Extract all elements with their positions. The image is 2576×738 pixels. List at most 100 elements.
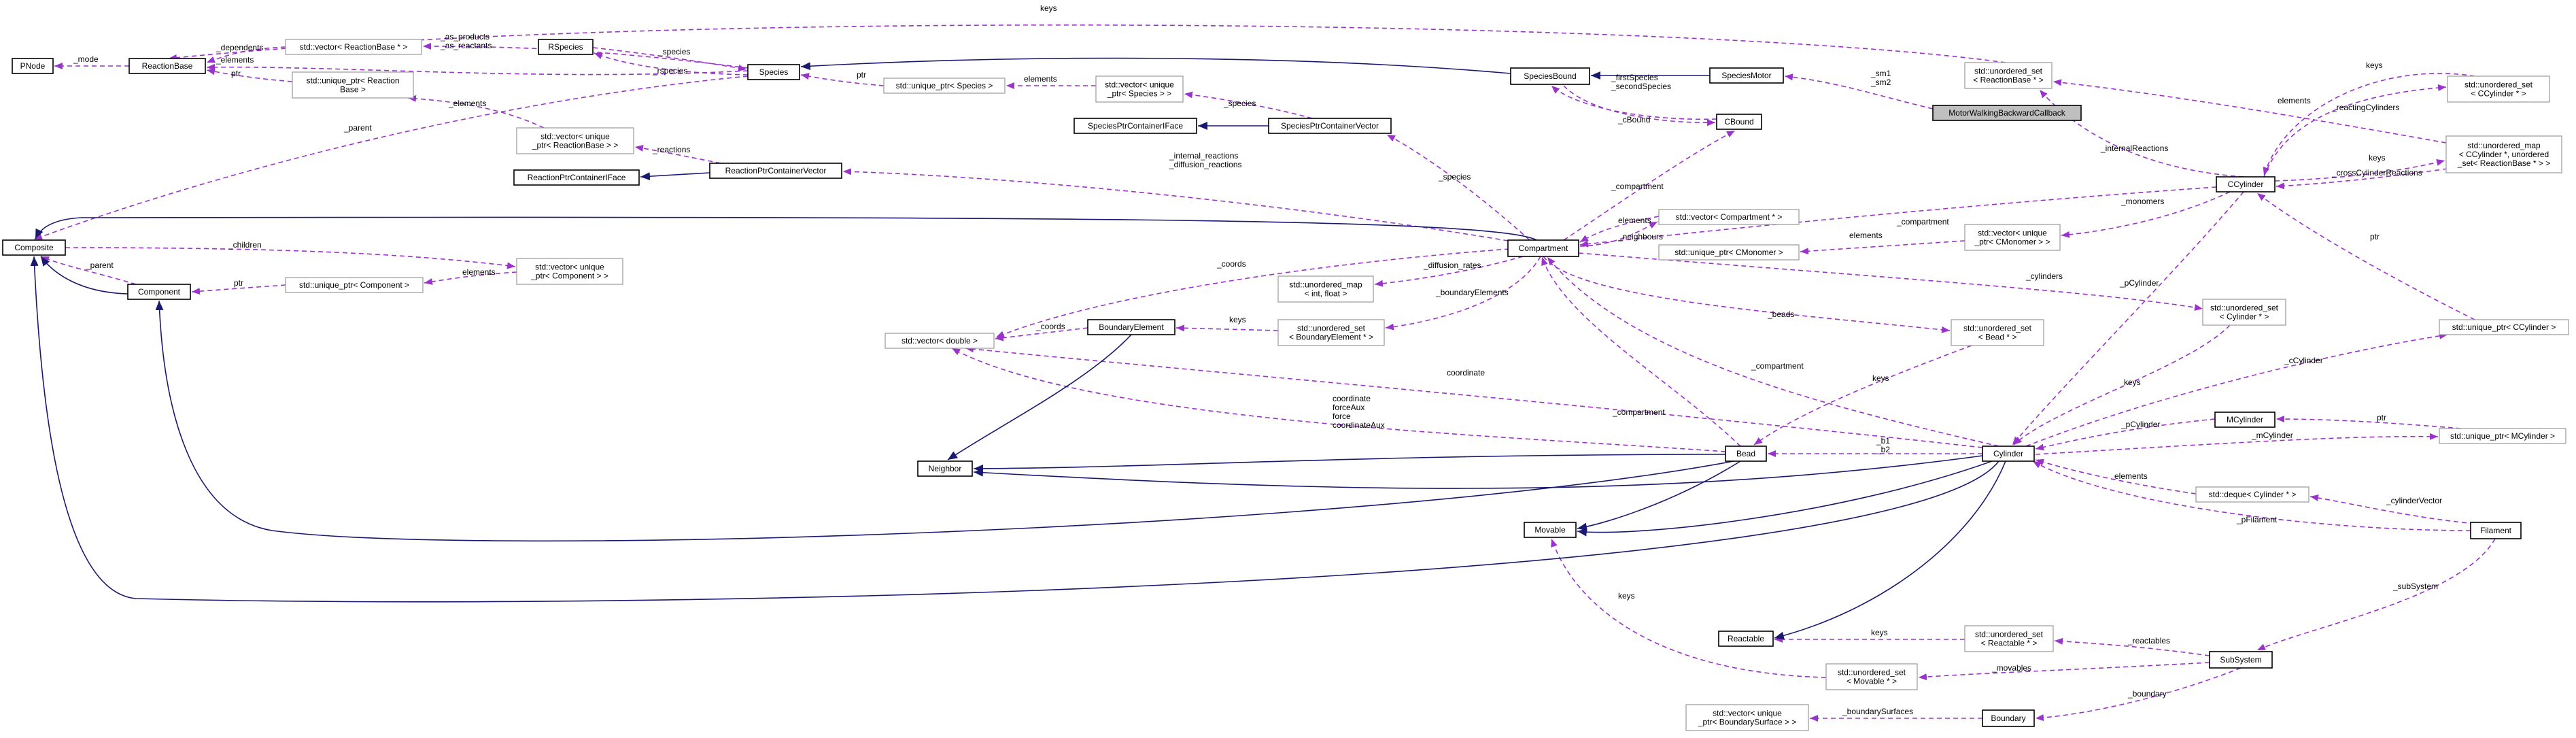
edge-label-children: _children bbox=[228, 240, 262, 250]
node-vec-reactionbase-ptr[interactable]: std::vector< ReactionBase * > bbox=[285, 39, 422, 55]
node-label: std::unique_ptr< CMonomer > bbox=[1675, 248, 1783, 257]
node-bead[interactable]: Bead bbox=[1725, 446, 1767, 462]
edge-component-to-composite bbox=[40, 256, 128, 295]
edge-label-mcylinder_rel: _mCylinder bbox=[2251, 431, 2293, 440]
edge-label-parent_species: _parent bbox=[343, 123, 372, 133]
node-uset-reactable[interactable]: std::unordered_set< Reactable * > bbox=[1964, 625, 2054, 652]
edge-label-internal_diffusion: _internal_reactions_diffusion_reactions bbox=[1169, 151, 1242, 169]
node-label: std::unordered_set< CCylinder * > bbox=[2465, 80, 2533, 99]
node-mcylinder[interactable]: MCylinder bbox=[2214, 412, 2276, 428]
edge-filament-to-deque_cylinder bbox=[2309, 494, 2475, 524]
node-uset-reactionbase[interactable]: std::unordered_set< ReactionBase * > bbox=[1964, 62, 2053, 89]
node-vec-double[interactable]: std::vector< double > bbox=[885, 333, 995, 349]
edge-motorwalking-to-speciesmotor bbox=[1784, 73, 1934, 110]
node-label: ReactionPtrContainerIFace bbox=[528, 173, 626, 182]
node-component[interactable]: Component bbox=[127, 284, 191, 300]
node-reactionptrcontaineriface[interactable]: ReactionPtrContainerIFace bbox=[513, 169, 640, 186]
edge-label-reactingcylinders: _reactingCylinders bbox=[2331, 103, 2399, 112]
node-cbound[interactable]: CBound bbox=[1716, 114, 1762, 130]
node-uset-bead[interactable]: std::unordered_set< Bead * > bbox=[1951, 319, 2044, 346]
edge-composite-to-vec_uptr_component bbox=[65, 247, 516, 269]
node-deque-cylinder[interactable]: std::deque< Cylinder * > bbox=[2195, 486, 2309, 503]
node-cylinder[interactable]: Cylinder bbox=[1982, 446, 2035, 462]
node-uptr-component[interactable]: std::unique_ptr< Component > bbox=[285, 277, 424, 293]
node-neighbor[interactable]: Neighbor bbox=[917, 460, 973, 477]
node-vec-uptr-species[interactable]: std::vector< unique_ptr< Species > > bbox=[1095, 76, 1184, 103]
edge-uptr_species-to-species bbox=[800, 73, 885, 86]
node-compartment[interactable]: Compartment bbox=[1507, 239, 1579, 257]
edge-cylinder-to-movable bbox=[1577, 460, 1993, 537]
edge-uset_boundaryelement-to-boundaryelement bbox=[1175, 324, 1279, 332]
node-speciesptrcontaineriface[interactable]: SpeciesPtrContainerIFace bbox=[1074, 118, 1197, 134]
node-reactionptrcontainervector[interactable]: ReactionPtrContainerVector bbox=[709, 163, 842, 179]
node-speciesbound[interactable]: SpeciesBound bbox=[1510, 67, 1590, 85]
edge-label-species_rs: _species bbox=[657, 47, 690, 56]
node-boundaryelement[interactable]: BoundaryElement bbox=[1087, 319, 1175, 335]
node-uptr-species[interactable]: std::unique_ptr< Species > bbox=[883, 78, 1006, 94]
node-vec-uptr-component[interactable]: std::vector< unique_ptr< Component > > bbox=[516, 258, 623, 285]
node-speciesmotor[interactable]: SpeciesMotor bbox=[1709, 67, 1784, 84]
edge-label-dependents: _dependents bbox=[216, 43, 263, 52]
edge-label-ptr_ucc: ptr bbox=[2370, 232, 2380, 241]
edge-ccylinder-to-compartment bbox=[1579, 186, 2217, 248]
node-uset-ccylinder[interactable]: std::unordered_set< CCylinder * > bbox=[2447, 76, 2550, 103]
node-ccylinder[interactable]: CCylinder bbox=[2216, 176, 2276, 192]
node-umap-int-float[interactable]: std::unordered_map< int, float > bbox=[1277, 275, 1374, 303]
edge-ccylinder-to-cylinder bbox=[2012, 191, 2244, 446]
node-uset-cylinder[interactable]: std::unordered_set< Cylinder * > bbox=[2202, 299, 2286, 326]
node-label: Neighbor bbox=[929, 464, 962, 473]
node-label: Filament bbox=[2480, 526, 2512, 535]
node-vec-uptr-reactionbase[interactable]: std::vector< unique_ptr< ReactionBase > … bbox=[516, 127, 634, 154]
edge-label-keys_umap: keys bbox=[2369, 153, 2386, 163]
node-uset-boundaryelement[interactable]: std::unordered_set< BoundaryElement * > bbox=[1277, 319, 1385, 346]
node-uptr-cmonomer[interactable]: std::unique_ptr< CMonomer > bbox=[1658, 244, 1800, 261]
edge-compartment-to-uset_boundaryelement bbox=[1385, 256, 1541, 331]
edge-label-cylinders: _cylinders bbox=[2025, 271, 2063, 281]
node-label: std::unique_ptr< Component > bbox=[299, 280, 409, 290]
node-movable[interactable]: Movable bbox=[1524, 522, 1577, 538]
node-label: std::unordered_set< Movable * > bbox=[1838, 668, 1906, 686]
node-speciesptrcontainervector[interactable]: SpeciesPtrContainerVector bbox=[1268, 118, 1392, 134]
edge-label-sm: _sm1_sm2 bbox=[1870, 69, 1891, 87]
edge-vec_uptr_component-to-uptr_component bbox=[424, 271, 517, 285]
node-pnode[interactable]: PNode bbox=[12, 58, 54, 74]
node-rspecies[interactable]: RSpecies bbox=[538, 39, 594, 55]
edge-label-diffusion_rates: _diffusion_rates bbox=[1423, 261, 1481, 270]
node-subsystem[interactable]: SubSystem bbox=[2209, 651, 2273, 669]
edge-label-keys_movable: keys bbox=[1618, 591, 1635, 601]
edge-species-to-reactionbase bbox=[206, 63, 749, 76]
node-label: Component bbox=[138, 287, 181, 297]
edge-label-keys_uset_cyl: keys bbox=[2124, 378, 2141, 387]
node-species[interactable]: Species bbox=[747, 64, 800, 80]
edge-label-ptr_species: ptr bbox=[857, 70, 866, 80]
node-filament[interactable]: Filament bbox=[2470, 522, 2522, 539]
edge-label-compartment_cyl: _compartment bbox=[1751, 361, 1804, 371]
node-label: std::unordered_set< Bead * > bbox=[1963, 324, 2032, 342]
node-label: std::unique_ptr< Species > bbox=[896, 81, 993, 90]
node-uset-movable[interactable]: std::unordered_set< Movable * > bbox=[1825, 663, 1918, 690]
edge-compartment-to-speciesptrcontainervector bbox=[1386, 134, 1530, 241]
node-uptr-ccylinder[interactable]: std::unique_ptr< CCylinder > bbox=[2439, 319, 2569, 335]
edge-compartment-to-umap_int_float bbox=[1374, 256, 1524, 287]
node-composite[interactable]: Composite bbox=[2, 239, 66, 256]
node-umap-ccylinder[interactable]: std::unordered_map< CCylinder *, unorder… bbox=[2445, 135, 2562, 173]
node-vec-uptr-cmonomer[interactable]: std::vector< unique_ptr< CMonomer > > bbox=[1964, 224, 2061, 251]
edge-label-coords: _coords bbox=[1216, 259, 1246, 269]
edge-label-keys_be: keys bbox=[1229, 315, 1246, 324]
node-boundary[interactable]: Boundary bbox=[1982, 709, 2035, 727]
node-uptr-mcylinder[interactable]: std::unique_ptr< MCylinder > bbox=[2439, 428, 2566, 444]
node-vec-uptr-boundarysurface[interactable]: std::vector< unique_ptr< BoundarySurface… bbox=[1685, 704, 1809, 731]
edge-label-parent_comp: _parent bbox=[85, 261, 114, 270]
edge-label-elements_deque: elements bbox=[2114, 471, 2148, 481]
node-vec-compartment-ptr[interactable]: std::vector< Compartment * > bbox=[1658, 209, 1800, 225]
node-reactable[interactable]: Reactable bbox=[1718, 631, 1774, 647]
edge-uptr_reactionbase-to-reactionbase bbox=[206, 68, 293, 82]
edge-vec_reactionbase_ptr-to-reactionbase bbox=[206, 46, 286, 63]
node-reactionbase[interactable]: ReactionBase bbox=[128, 58, 206, 74]
edge-vec_compartment_ptr-to-compartment bbox=[1579, 216, 1660, 243]
node-motorwalking[interactable]: MotorWalkingBackwardCallback bbox=[1932, 105, 2082, 121]
edge-uset_bead-to-bead bbox=[1753, 345, 1972, 446]
node-label: std::vector< unique_ptr< ReactionBase > … bbox=[532, 132, 618, 150]
